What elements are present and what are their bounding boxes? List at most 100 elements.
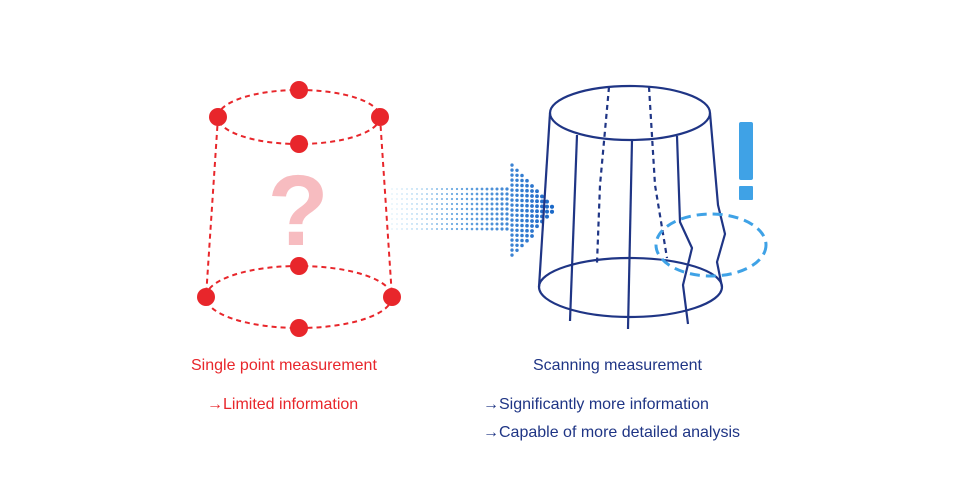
arrow-dot	[470, 222, 474, 226]
arrow-dot	[455, 192, 459, 196]
arrow-dot	[460, 197, 464, 201]
arrow-dot	[510, 168, 514, 172]
arrow-dot	[475, 202, 479, 206]
arrow-dot	[530, 184, 534, 188]
arrow-dot	[436, 203, 438, 205]
arrow-dot	[445, 197, 449, 201]
arrow-dot	[470, 207, 474, 211]
arrow-dot	[520, 238, 524, 243]
arrow-dot	[465, 202, 469, 206]
arrow-dot	[426, 198, 428, 200]
arrow-dot	[544, 214, 550, 219]
arrow-dot	[391, 188, 393, 190]
arrow-dot	[520, 178, 524, 183]
arrow-dot	[460, 222, 464, 226]
deformation-highlight-ellipse	[654, 212, 768, 278]
arrow-dot	[416, 203, 418, 205]
arrow-dot	[535, 224, 539, 229]
arrow-dot	[406, 213, 408, 215]
arrow-dot	[426, 193, 428, 195]
arrow-dot	[510, 228, 514, 232]
arrow-dot	[480, 227, 484, 231]
arrow-dot	[530, 189, 534, 193]
arrow-dot	[475, 212, 479, 216]
arrow-dot	[450, 212, 454, 216]
dotted-arrow-icon	[391, 163, 555, 257]
arrow-dot	[495, 202, 499, 206]
arrow-dot	[470, 202, 474, 206]
arrow-dot	[525, 203, 529, 208]
arrow-dot	[426, 188, 428, 190]
exclamation-dot	[739, 186, 753, 200]
arrow-dot	[525, 178, 529, 183]
arrow-dot	[445, 207, 449, 211]
scan-line	[626, 139, 634, 330]
arrow-dot	[535, 219, 539, 224]
arrow-dot	[426, 203, 428, 205]
arrow-dot	[391, 198, 393, 200]
arrow-dot	[515, 228, 519, 233]
arrow-dot	[520, 208, 524, 213]
arrow-dot	[485, 202, 489, 206]
arrow-dot	[406, 203, 408, 205]
arrow-dot	[495, 212, 499, 216]
arrow-dot	[441, 223, 443, 225]
right-note: →Capable of more detailed analysis	[483, 424, 741, 441]
arrow-dot	[431, 208, 433, 210]
right-note: →Significantly more information	[483, 396, 709, 413]
arrow-dot	[525, 233, 529, 238]
arrow-dot	[445, 202, 449, 206]
arrow-dot	[510, 203, 514, 207]
arrow-dot	[510, 198, 514, 202]
arrow-dot	[391, 218, 393, 220]
arrow-dot	[431, 228, 433, 230]
arrow-dot	[480, 202, 484, 206]
arrow-dot	[525, 218, 529, 223]
arrow-dot	[450, 187, 454, 191]
arrow-dot	[421, 188, 423, 190]
left-title: Single point measurement	[191, 357, 377, 374]
arrow-dot	[510, 213, 514, 217]
arrow-dot	[416, 228, 418, 230]
arrow-dot	[450, 192, 454, 196]
question-mark-icon: ?	[267, 155, 328, 267]
bottom-ellipse	[537, 256, 724, 319]
arrow-dot	[441, 193, 443, 195]
arrow-dot	[455, 202, 459, 206]
arrow-dot	[540, 199, 544, 204]
arrow-dot	[401, 193, 403, 195]
exclamation-bar	[739, 122, 753, 180]
arrow-dot	[460, 192, 464, 196]
arrow-dot	[431, 203, 433, 205]
arrow-dot	[530, 234, 534, 238]
arrow-dot	[505, 192, 509, 196]
arrow-dot	[441, 218, 443, 220]
arrow-dot	[490, 227, 494, 231]
arrow-dot	[495, 197, 499, 201]
arrow-dot	[450, 207, 454, 211]
arrow-dot	[500, 192, 504, 196]
arrow-dot	[505, 187, 509, 191]
arrow-dot	[515, 238, 519, 243]
arrow-dot	[525, 223, 529, 228]
arrow-dot	[431, 188, 433, 190]
arrow-dot	[520, 203, 524, 208]
arrow-dot	[475, 192, 479, 196]
right-side-line	[379, 116, 393, 298]
arrow-dot	[530, 194, 534, 198]
arrow-dot	[396, 208, 398, 210]
arrow-dot	[495, 227, 499, 231]
arrow-dot	[406, 193, 408, 195]
arrow-dot	[525, 183, 529, 188]
arrow-dot	[431, 213, 433, 215]
arrow-dot	[465, 197, 469, 201]
arrow-dot	[480, 207, 484, 211]
arrow-dot	[510, 223, 514, 227]
top-ellipse	[548, 84, 712, 142]
arrow-dot	[411, 203, 413, 205]
arrow-dot	[485, 192, 489, 196]
arrow-dot	[391, 223, 393, 225]
arrow-dot	[455, 207, 459, 211]
arrow-dot	[460, 207, 464, 211]
